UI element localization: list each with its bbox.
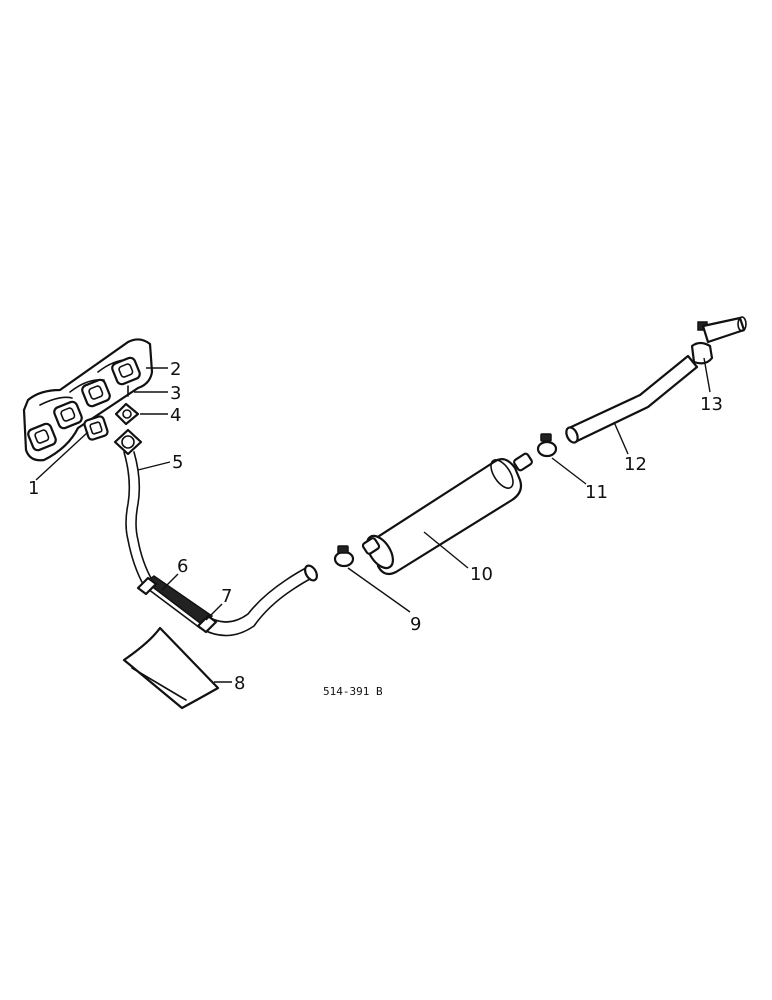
leader-lines xyxy=(35,357,711,683)
leader-10 xyxy=(423,531,469,569)
leader-1 xyxy=(35,431,89,481)
callout-13: 13 xyxy=(700,394,723,415)
manifold-port-2 xyxy=(53,400,83,430)
leader-13 xyxy=(703,357,711,393)
manifold-port-1 xyxy=(27,422,57,452)
leader-5 xyxy=(137,461,171,471)
callout-5: 5 xyxy=(172,452,183,473)
manifold-port-4 xyxy=(111,356,141,386)
heat-shield xyxy=(122,626,220,710)
callout-9: 9 xyxy=(410,614,421,635)
muffler xyxy=(361,452,533,576)
front-muffler-clamp xyxy=(333,545,355,568)
drawing-reference-code: 514-391 B xyxy=(323,685,383,698)
callout-4: 4 xyxy=(170,405,181,426)
leader-6 xyxy=(161,573,179,591)
exhaust-manifold xyxy=(22,338,154,462)
callout-labels: 1 2 3 4 5 6 7 8 9 10 11 12 13 xyxy=(28,359,723,694)
leader-12 xyxy=(613,421,629,455)
flexible-sleeve xyxy=(136,575,218,634)
manifold-port-3 xyxy=(81,378,111,408)
callout-1: 1 xyxy=(28,478,39,499)
callout-7: 7 xyxy=(221,586,232,607)
callout-12: 12 xyxy=(624,454,647,475)
callout-3: 3 xyxy=(170,383,181,404)
tail-pipe-clamp xyxy=(690,316,747,365)
rear-muffler-clamp xyxy=(536,433,558,458)
leader-11 xyxy=(551,457,587,485)
callout-6: 6 xyxy=(177,556,188,577)
callout-2: 2 xyxy=(170,359,181,380)
callout-11: 11 xyxy=(585,482,608,503)
leader-9 xyxy=(347,567,411,613)
manifold-gasket xyxy=(83,415,109,441)
leader-7 xyxy=(205,603,223,621)
flange-gasket xyxy=(114,402,140,426)
callout-8: 8 xyxy=(234,673,245,694)
front-exhaust-pipe xyxy=(113,428,318,637)
tail-pipe xyxy=(565,354,699,444)
callout-10: 10 xyxy=(470,564,493,585)
